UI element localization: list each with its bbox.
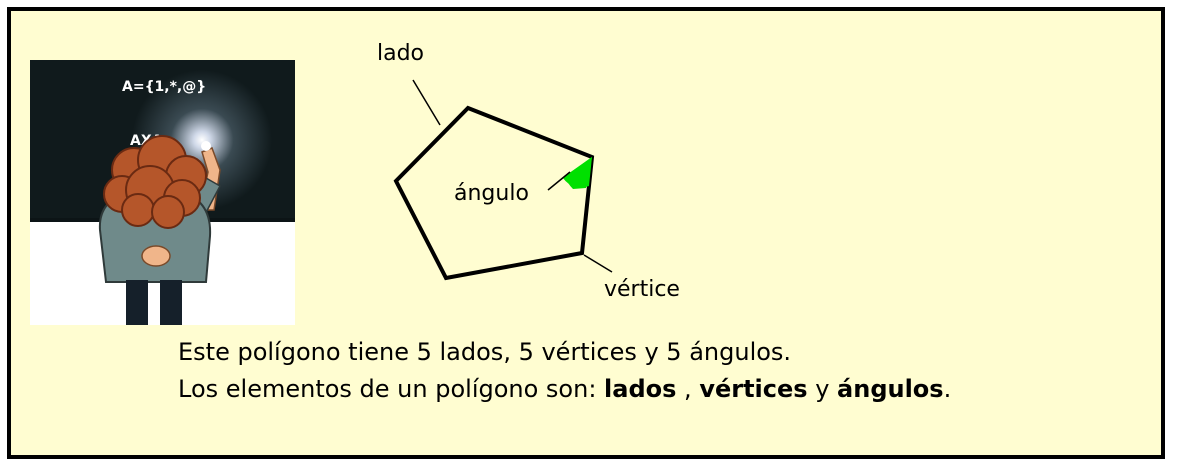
- separator-2: y: [807, 375, 838, 403]
- separator-1: ,: [676, 375, 700, 403]
- side-pointer: [412, 79, 441, 126]
- angle-pointer: [547, 171, 571, 191]
- angle-label: ángulo: [454, 181, 529, 206]
- board-set-text: A={1,*,@}: [122, 79, 206, 95]
- line2-end: .: [943, 375, 952, 403]
- term-sides: lados: [604, 375, 677, 403]
- description-line-1: Este polígono tiene 5 lados, 5 vértices …: [178, 338, 792, 366]
- vertex-label: vértice: [604, 277, 680, 302]
- side-label: lado: [377, 41, 424, 66]
- term-angles: ángulos: [837, 375, 944, 403]
- description-text: Este polígono tiene 5 lados, 5 vértices …: [178, 334, 951, 408]
- vertex-pointer: [583, 254, 613, 273]
- line2-prefix: Los elementos de un polígono son:: [178, 375, 605, 403]
- description-line-2: Los elementos de un polígono son: lados …: [178, 371, 951, 408]
- term-vertices: vértices: [699, 375, 808, 403]
- teacher-illustration: A={1,*,@} AXA: [30, 60, 295, 325]
- pentagon: [393, 105, 595, 281]
